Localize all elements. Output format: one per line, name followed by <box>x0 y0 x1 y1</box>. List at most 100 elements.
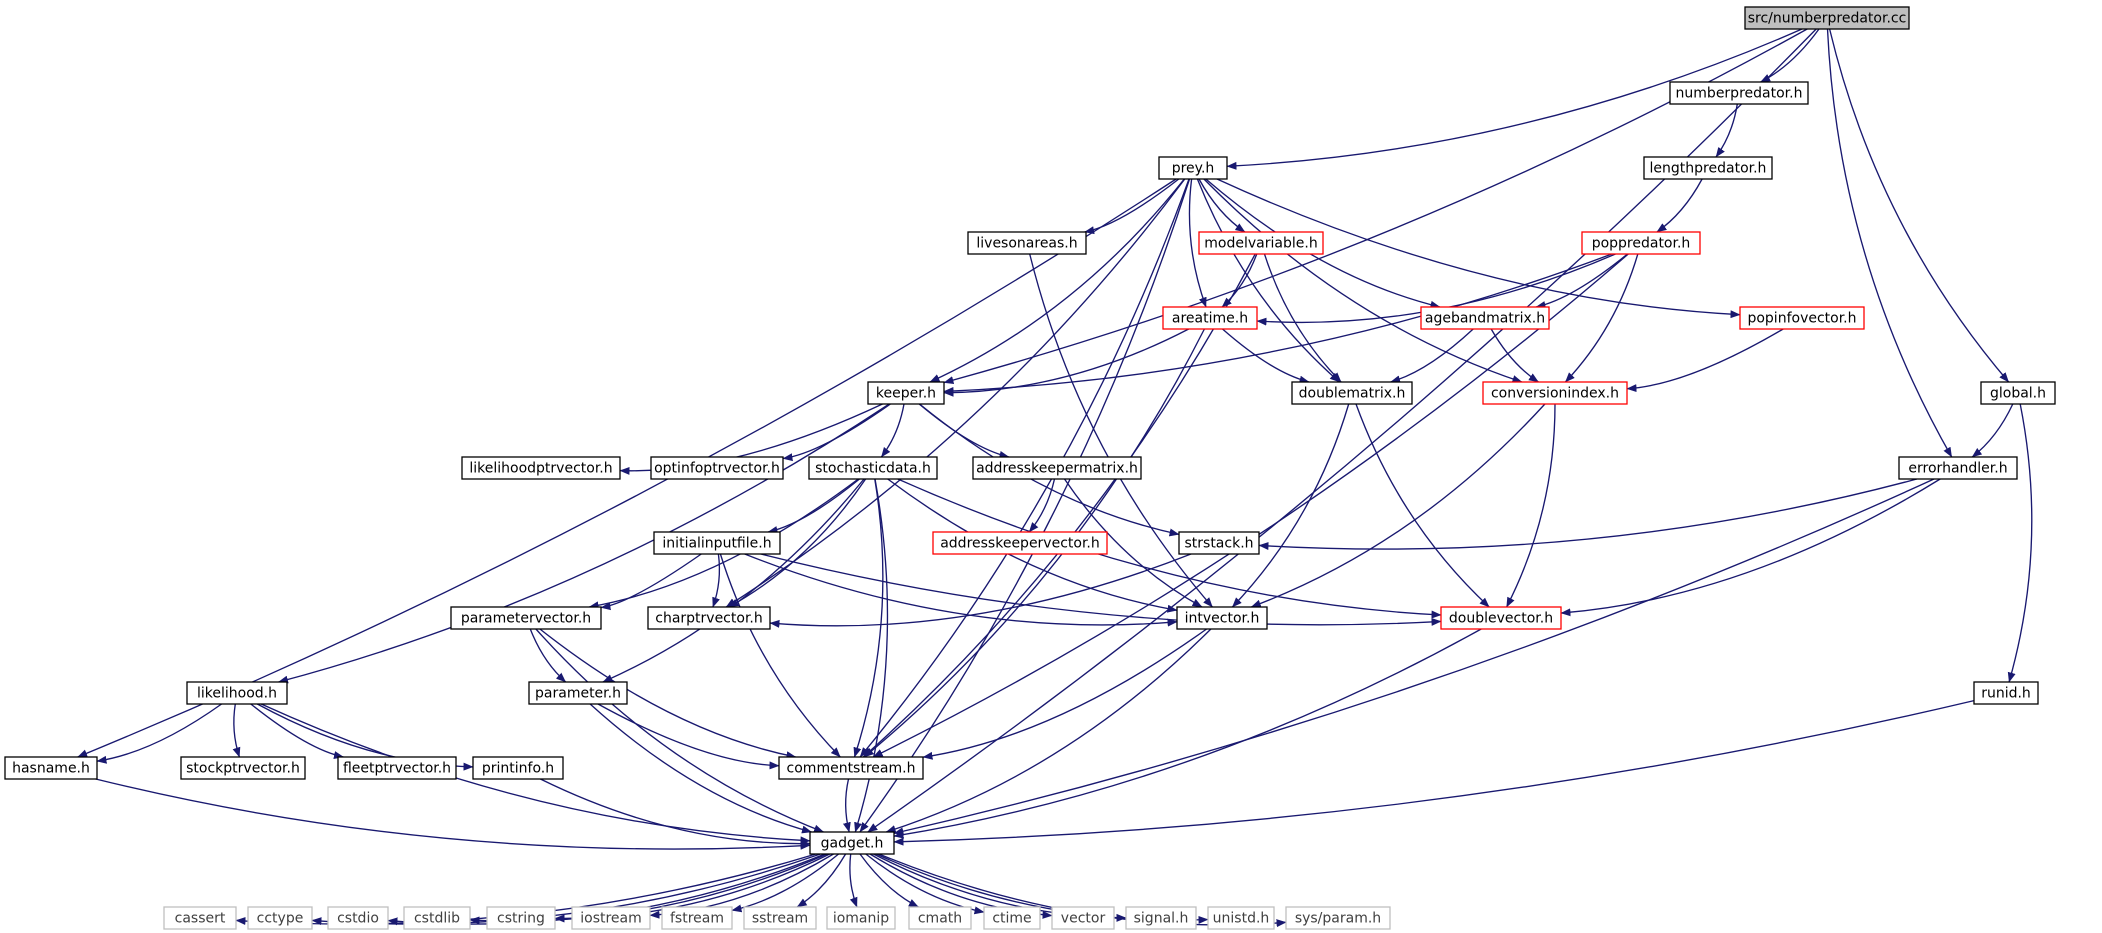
edge-keeper_h-to-likelihood_h <box>278 403 890 684</box>
edge-prey_h-to-charptrvector_h <box>725 178 1186 608</box>
node-box <box>650 456 784 480</box>
node-hasname-h[interactable]: hasname.h <box>4 756 98 780</box>
node-box <box>1420 306 1550 330</box>
node-label: likelihoodptrvector.h <box>469 461 612 477</box>
node-box <box>1980 381 2056 405</box>
node-popinfovector-h[interactable]: popinfovector.h <box>1739 306 1865 330</box>
node-initialinputfile-h[interactable]: initialinputfile.h <box>653 531 781 555</box>
node-label: src/numberpredator.cc <box>1748 11 1907 27</box>
node-sys-param-h: sys/param.h <box>1285 906 1391 930</box>
node-sstream: sstream <box>743 906 817 930</box>
edge-gadget_h-to-cmath <box>859 853 919 908</box>
node-box <box>1051 906 1115 930</box>
edge-prey_h-to-areatime_h <box>1188 178 1207 308</box>
node-label: cassert <box>175 911 226 927</box>
node-label: doublematrix.h <box>1299 386 1406 402</box>
node-box <box>4 756 98 780</box>
node-optinfoptrvector-h[interactable]: optinfoptrvector.h <box>650 456 784 480</box>
node-label: initialinputfile.h <box>662 536 771 552</box>
edge-popredator_h-to-agebandmatrix_h <box>1535 253 1628 309</box>
node-agebandmatrix-h[interactable]: agebandmatrix.h <box>1420 306 1550 330</box>
node-box <box>1581 231 1701 255</box>
edge-likelihood_h-to-gadget_h <box>260 703 811 845</box>
node-runid-h[interactable]: runid.h <box>1973 681 2039 705</box>
node-global-h[interactable]: global.h <box>1980 381 2056 405</box>
node-box <box>932 531 1108 555</box>
node-numberpredator-cc[interactable]: src/numberpredator.cc <box>1744 6 1910 30</box>
node-modelvariable-h[interactable]: modelvariable.h <box>1198 231 1324 255</box>
node-label: agebandmatrix.h <box>1425 311 1545 327</box>
node-label: errorhandler.h <box>1908 461 2007 477</box>
edge-global_h-to-runid_h <box>2007 403 2033 683</box>
edge-errorhandler_h-to-gadget_h <box>893 478 1935 836</box>
node-errorhandler-h[interactable]: errorhandler.h <box>1898 456 2018 480</box>
node-label: sys/param.h <box>1295 911 1381 927</box>
node-box <box>1973 681 2039 705</box>
node-fleetptrvector-h[interactable]: fleetptrvector.h <box>337 756 457 780</box>
edge-parametervector_h-to-gadget_h <box>535 628 824 833</box>
node-charptrvector-h[interactable]: charptrvector.h <box>647 606 771 630</box>
edge-livesonareas_h-to-intvector_h <box>1029 253 1213 608</box>
node-label: cctype <box>257 911 304 927</box>
node-iomanip: iomanip <box>826 906 896 930</box>
edge-prey_h-to-popinfovector_h <box>1216 178 1741 319</box>
node-label: cstdlib <box>414 911 460 927</box>
edge-numberpredator_h-to-lengthpredator_h <box>1715 103 1738 158</box>
node-label: ctime <box>992 911 1031 927</box>
node-box <box>186 681 288 705</box>
node-label: popinfovector.h <box>1747 311 1856 327</box>
node-gadget-h[interactable]: gadget.h <box>809 831 895 855</box>
node-livesonareas-h[interactable]: livesonareas.h <box>967 231 1087 255</box>
node-box <box>180 756 306 780</box>
node-label: addresskeepermatrix.h <box>976 461 1138 477</box>
node-label: numberpredator.h <box>1676 86 1803 102</box>
edge-numberpredator_cc-to-global_h <box>1828 28 2010 383</box>
node-label: livesonareas.h <box>976 236 1077 252</box>
node-label: conversionindex.h <box>1491 386 1619 402</box>
edge-gadget_h-to-sstream <box>796 853 847 908</box>
node-box <box>1207 906 1275 930</box>
node-conversionindex-h[interactable]: conversionindex.h <box>1482 381 1628 405</box>
node-stochasticdata-h[interactable]: stochasticdata.h <box>808 456 938 480</box>
edge-parametervector_h-to-commentstream_h <box>539 628 797 760</box>
node-parametervector-h[interactable]: parametervector.h <box>450 606 602 630</box>
node-label: charptrvector.h <box>655 611 762 627</box>
node-addresskeepermatrix-h[interactable]: addresskeepermatrix.h <box>972 456 1142 480</box>
node-lengthpredator-h[interactable]: lengthpredator.h <box>1643 156 1773 180</box>
edge-popredator_h-to-keeper_h <box>943 253 1613 395</box>
node-parameter-h[interactable]: parameter.h <box>528 681 628 705</box>
node-commentstream-h[interactable]: commentstream.h <box>778 756 924 780</box>
node-likelihoodptrvector-h[interactable]: likelihoodptrvector.h <box>461 456 621 480</box>
edge-parametervector_h-to-parameter_h <box>529 628 567 683</box>
edge-prey_h-to-doublematrix_h <box>1196 178 1340 383</box>
edge-gadget_h-to-iomanip <box>849 853 858 908</box>
node-strstack-h[interactable]: strstack.h <box>1178 531 1260 555</box>
edge-intvector_h-to-gadget_h <box>885 628 1212 833</box>
node-label: lengthpredator.h <box>1650 161 1767 177</box>
node-printinfo-h[interactable]: printinfo.h <box>472 756 564 780</box>
node-intvector-h[interactable]: intvector.h <box>1176 606 1268 630</box>
node-stockptrvector-h[interactable]: stockptrvector.h <box>180 756 306 780</box>
node-doublevector-h[interactable]: doublevector.h <box>1440 606 1562 630</box>
node-areatime-h[interactable]: areatime.h <box>1162 306 1258 330</box>
edge-doublematrix_h-to-doublevector_h <box>1355 403 1490 608</box>
node-label: stochasticdata.h <box>815 461 931 477</box>
node-ctime: ctime <box>983 906 1041 930</box>
edge-errorhandler_h-to-doublevector_h <box>1560 478 1941 617</box>
node-prey-h[interactable]: prey.h <box>1158 156 1228 180</box>
node-popredator-h[interactable]: poppredator.h <box>1581 231 1701 255</box>
edge-strstack_h-to-charptrvector_h <box>769 553 1192 628</box>
node-box <box>461 456 621 480</box>
node-box <box>908 906 972 930</box>
node-likelihood-h[interactable]: likelihood.h <box>186 681 288 705</box>
node-box <box>486 906 556 930</box>
node-doublematrix-h[interactable]: doublematrix.h <box>1291 381 1413 405</box>
edge-modelvariable_h-to-doublematrix_h <box>1263 253 1342 383</box>
edge-initialinputfile_h-to-intvector_h <box>744 553 1178 627</box>
node-keeper-h[interactable]: keeper.h <box>867 381 945 405</box>
edge-popredator_h-to-conversionindex_h <box>1564 253 1639 383</box>
node-numberpredator-h[interactable]: numberpredator.h <box>1669 81 1809 105</box>
node-box <box>1198 231 1324 255</box>
node-addresskeepervector-h[interactable]: addresskeepervector.h <box>932 531 1108 555</box>
node-box <box>809 831 895 855</box>
